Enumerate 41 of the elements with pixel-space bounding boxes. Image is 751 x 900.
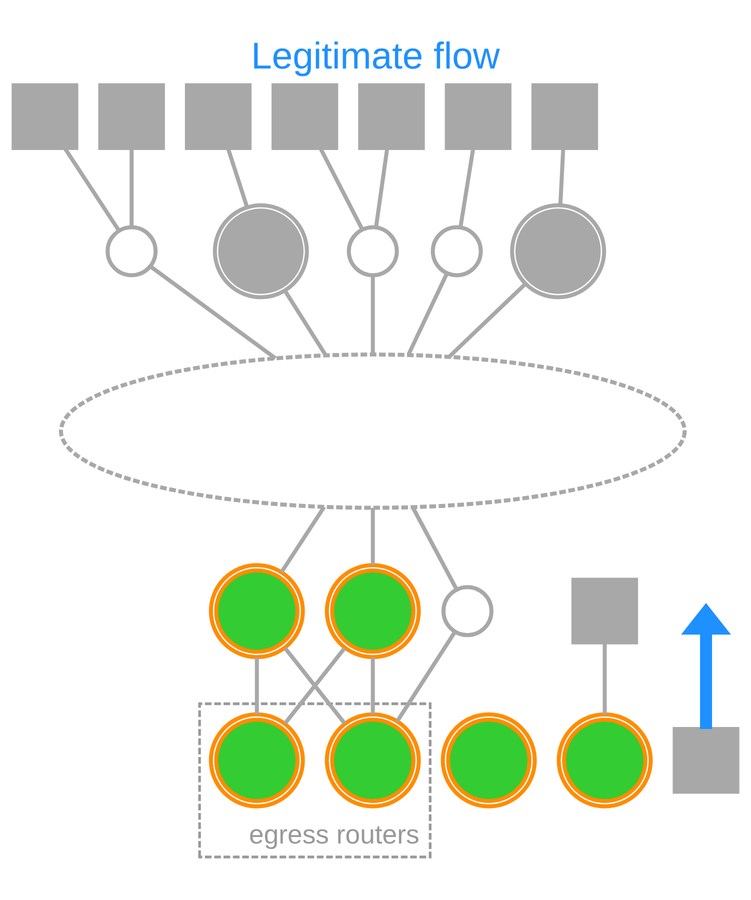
node-cloud	[58, 352, 687, 510]
node-circle	[106, 224, 158, 277]
connector	[374, 147, 390, 227]
connector	[448, 282, 527, 358]
node-box	[98, 82, 165, 150]
connector	[254, 656, 259, 714]
node-circle	[441, 584, 494, 637]
connector	[280, 505, 326, 573]
node-circle	[430, 224, 483, 277]
connector	[130, 148, 134, 226]
cluster: egress routers	[198, 702, 432, 858]
connector	[411, 506, 458, 590]
connector	[396, 630, 457, 722]
connector	[149, 264, 277, 360]
node-circle	[440, 712, 537, 808]
node-box	[272, 82, 338, 150]
connector	[558, 147, 566, 205]
node-circle	[510, 202, 606, 299]
connector	[458, 147, 476, 227]
connector	[370, 656, 375, 714]
node-circle	[556, 712, 653, 808]
node-box	[358, 82, 425, 150]
node-circle	[208, 562, 305, 659]
arrow	[681, 602, 731, 729]
node-circle	[346, 224, 399, 277]
connector	[406, 272, 449, 356]
node-box	[444, 82, 512, 150]
node-box	[531, 82, 598, 150]
diagram-title: Legitimate flow	[251, 34, 500, 76]
node-circle	[208, 712, 305, 808]
connector	[602, 642, 607, 714]
node-box	[184, 82, 252, 150]
connector	[283, 289, 328, 356]
node-box	[672, 726, 740, 794]
node-box	[12, 82, 78, 150]
node-circle	[324, 712, 421, 808]
node-box	[571, 577, 638, 644]
node-circle	[212, 202, 309, 299]
node-circle	[324, 562, 421, 659]
connector	[370, 274, 375, 354]
connector	[370, 507, 375, 565]
